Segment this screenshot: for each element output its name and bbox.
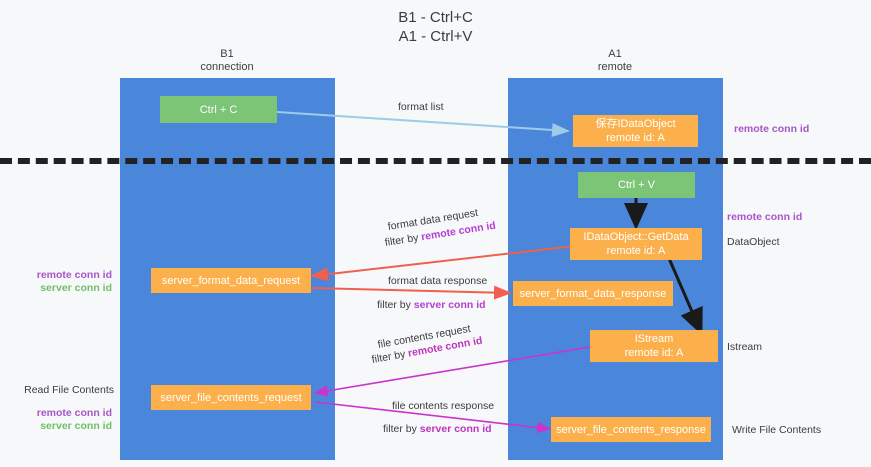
node-idataobject-getdata-line1: IDataObject::GetData [583, 231, 689, 243]
node-save-idataobject-line2: remote id: A [606, 132, 665, 144]
node-istream-line1: IStream [634, 333, 674, 345]
phase-divider [0, 158, 871, 164]
annotation-left-read-file-contents: Read File Contents [24, 384, 114, 396]
edge-label-file-contents-request-filter-prefix: filter by [370, 347, 410, 366]
edge-label-format-list-text: format list [398, 101, 444, 113]
arrow-format-data-response [311, 285, 512, 300]
node-server-file-contents-response[interactable]: server_file_contents_response [551, 417, 711, 442]
node-ctrl-v[interactable]: Ctrl + V [578, 172, 695, 198]
edge-label-format-data-request-filter-prefix: filter by [383, 231, 423, 249]
edge-label-file-contents-response-filter: filter by server conn id [383, 423, 492, 436]
column-header-a1: A1 remote [515, 48, 715, 74]
annotation-right-remote-conn-id-mid: remote conn id [727, 211, 803, 223]
edge-label-format-list: format list [398, 101, 444, 114]
page-title: B1 - Ctrl+C A1 - Ctrl+V [0, 8, 871, 46]
node-save-idataobject[interactable]: 保存IDataObject remote id: A [573, 115, 698, 147]
annotation-right-write-file-contents: Write File Contents [732, 424, 822, 436]
node-server-format-data-request[interactable]: server_format_data_request [151, 268, 311, 293]
annotation-right-remote-conn-id-top: remote conn id [734, 123, 810, 135]
annotation-right-istream: Istream [727, 341, 763, 353]
node-server-file-contents-request[interactable]: server_file_contents_request [151, 385, 311, 410]
node-ctrl-v-label: Ctrl + V [618, 179, 655, 191]
node-ctrl-c-label: Ctrl + C [199, 103, 238, 116]
annotation-left-remote-conn-id-mid: remote conn id [36, 269, 112, 281]
page-title-line2: A1 - Ctrl+V [398, 28, 473, 45]
edge-label-file-contents-response: file contents response [392, 400, 494, 413]
annotation-left-server-conn-id-bottom: server conn id [40, 420, 112, 432]
node-server-file-contents-request-label: server_file_contents_request [160, 391, 302, 404]
edge-label-file-contents-response-text: file contents response [392, 400, 495, 412]
edge-label-format-data-response-filter-key: server conn id [413, 299, 486, 311]
node-save-idataobject-line1: 保存IDataObject [595, 118, 676, 130]
edge-label-format-data-response-filter-prefix: filter by [377, 299, 414, 311]
column-header-a1-subtitle: remote [597, 61, 633, 73]
column-header-b1: B1 connection [127, 48, 327, 74]
node-ctrl-c[interactable]: Ctrl + C [160, 96, 277, 123]
annotation-right-dataobject: DataObject [727, 236, 780, 248]
edge-label-format-data-response: format data response [388, 275, 487, 288]
edge-label-format-data-response-filter: filter by server conn id [377, 299, 486, 312]
annotation-left-remote-conn-id-bottom: remote conn id [36, 407, 112, 419]
node-server-format-data-response[interactable]: server_format_data_response [513, 281, 673, 306]
edge-label-format-data-response-text: format data response [388, 275, 488, 287]
column-header-a1-name: A1 [608, 48, 622, 60]
node-server-format-data-request-label: server_format_data_request [161, 274, 301, 287]
node-server-file-contents-response-label: server_file_contents_response [556, 423, 706, 436]
node-istream[interactable]: IStream remote id: A [590, 330, 718, 362]
node-istream-line2: remote id: A [624, 347, 684, 359]
page-title-line1: B1 - Ctrl+C [398, 9, 473, 26]
edge-label-file-contents-response-filter-prefix: filter by [383, 423, 420, 435]
node-idataobject-getdata-line2: remote id: A [606, 245, 666, 257]
node-idataobject-getdata[interactable]: IDataObject::GetData remote id: A [570, 228, 702, 260]
edge-label-file-contents-response-filter-key: server conn id [419, 423, 492, 435]
column-header-b1-subtitle: connection [200, 61, 254, 73]
node-server-format-data-response-label: server_format_data_response [519, 287, 667, 300]
annotation-left-server-conn-id-mid: server conn id [40, 282, 112, 294]
column-header-b1-name: B1 [220, 48, 234, 60]
